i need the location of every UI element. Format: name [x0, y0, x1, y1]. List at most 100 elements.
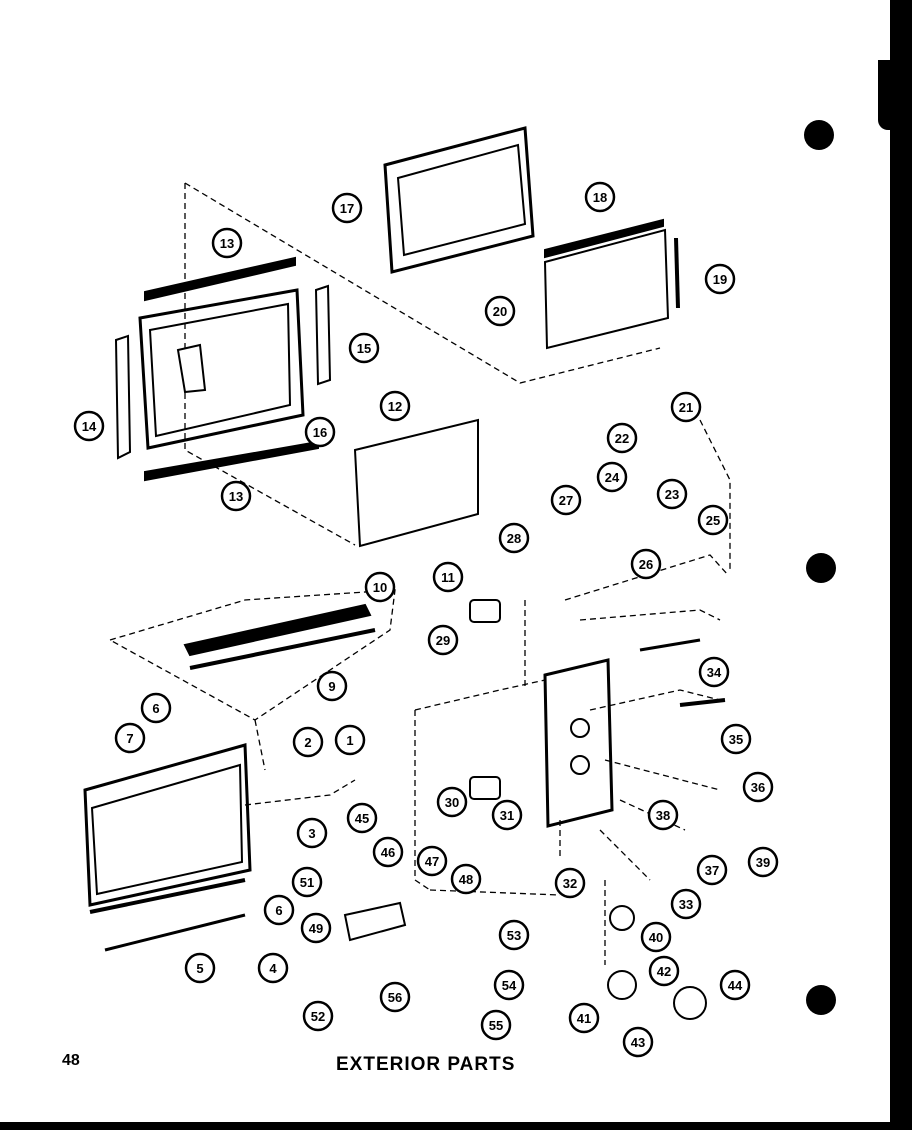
callout-bubble [296, 817, 328, 849]
callout-number: 49 [309, 921, 323, 936]
callout-35: 35 [720, 723, 752, 755]
callout-number: 55 [489, 1018, 503, 1033]
callout-14: 14 [73, 410, 105, 442]
callout-bubble [584, 181, 616, 213]
callout-number: 34 [707, 665, 722, 680]
callout-11: 11 [432, 561, 464, 593]
callout-bubble [568, 1002, 600, 1034]
callout-18: 18 [584, 181, 616, 213]
callout-24: 24 [596, 461, 628, 493]
callout-bubble [257, 952, 289, 984]
callout-bubble [334, 724, 366, 756]
callout-46: 46 [372, 836, 404, 868]
callout-number: 28 [507, 531, 521, 546]
callout-55: 55 [480, 1009, 512, 1041]
callout-bubble [416, 845, 448, 877]
callout-bubble [372, 836, 404, 868]
callout-number: 39 [756, 855, 770, 870]
callout-number: 38 [656, 808, 670, 823]
callout-number: 6 [275, 903, 282, 918]
callout-bubble [427, 624, 459, 656]
callout-1: 1 [334, 724, 366, 756]
callout-bubble [747, 846, 779, 878]
callout-number: 27 [559, 493, 573, 508]
callout-bubble [670, 391, 702, 423]
callout-number: 29 [436, 633, 450, 648]
callout-54: 54 [493, 969, 525, 1001]
callout-34: 34 [698, 656, 730, 688]
callout-number: 2 [304, 735, 311, 750]
callout-bubble [432, 561, 464, 593]
callout-number: 3 [308, 826, 315, 841]
callout-12: 12 [379, 390, 411, 422]
callout-number: 52 [311, 1009, 325, 1024]
exploded-parts [83, 126, 726, 1020]
callout-number: 20 [493, 304, 507, 319]
callout-bubble [554, 867, 586, 899]
callout-number: 40 [649, 930, 663, 945]
callout-number: 9 [328, 679, 335, 694]
callout-bubble [73, 410, 105, 442]
callout-43: 43 [622, 1026, 654, 1058]
callout-bubble [550, 484, 582, 516]
callout-number: 12 [388, 399, 402, 414]
callout-bubble [292, 726, 324, 758]
callout-bubble [498, 919, 530, 951]
callout-bubble [220, 480, 252, 512]
callout-37: 37 [696, 854, 728, 886]
callout-number: 41 [577, 1011, 591, 1026]
callout-bubble [742, 771, 774, 803]
callout-20: 20 [484, 295, 516, 327]
page-edge-bottom [0, 1122, 912, 1130]
callout-bubble [630, 548, 662, 580]
page-edge-right [890, 0, 912, 1130]
callout-number: 56 [388, 990, 402, 1005]
callout-number: 45 [355, 811, 369, 826]
callout-6: 6 [263, 894, 295, 926]
callout-31: 31 [491, 799, 523, 831]
callout-bubble [346, 802, 378, 834]
callout-bubble [184, 952, 216, 984]
callout-bubble [379, 981, 411, 1013]
callout-number: 5 [196, 961, 203, 976]
callout-30: 30 [436, 786, 468, 818]
callout-bubble [491, 799, 523, 831]
diagram-title: EXTERIOR PARTS [336, 1054, 516, 1075]
callout-number: 35 [729, 732, 743, 747]
callout-number: 16 [313, 425, 327, 440]
callout-layer: 1234566791011121313141516171819202122232… [73, 181, 779, 1058]
callout-number: 44 [728, 978, 743, 993]
callout-7: 7 [114, 722, 146, 754]
callout-bubble [719, 969, 751, 1001]
callout-49: 49 [300, 912, 332, 944]
callout-28: 28 [498, 522, 530, 554]
callout-number: 31 [500, 808, 514, 823]
callout-bubble [647, 799, 679, 831]
callout-number: 1 [346, 733, 353, 748]
callout-4: 4 [257, 952, 289, 984]
callout-number: 48 [459, 872, 473, 887]
callout-52: 52 [302, 1000, 334, 1032]
callout-45: 45 [346, 802, 378, 834]
callout-13: 13 [220, 480, 252, 512]
callout-17: 17 [331, 192, 363, 224]
callout-36: 36 [742, 771, 774, 803]
callout-number: 37 [705, 863, 719, 878]
callout-bubble [450, 863, 482, 895]
callout-number: 4 [269, 961, 277, 976]
callout-number: 19 [713, 272, 727, 287]
callout-bubble [484, 295, 516, 327]
callout-number: 7 [126, 731, 133, 746]
page-edge-notch [878, 60, 894, 130]
callout-26: 26 [630, 548, 662, 580]
callout-number: 46 [381, 845, 395, 860]
callout-number: 47 [425, 854, 439, 869]
callout-21: 21 [670, 391, 702, 423]
callout-27: 27 [550, 484, 582, 516]
callout-number: 43 [631, 1035, 645, 1050]
callout-38: 38 [647, 799, 679, 831]
callout-number: 17 [340, 201, 354, 216]
callout-number: 26 [639, 557, 653, 572]
